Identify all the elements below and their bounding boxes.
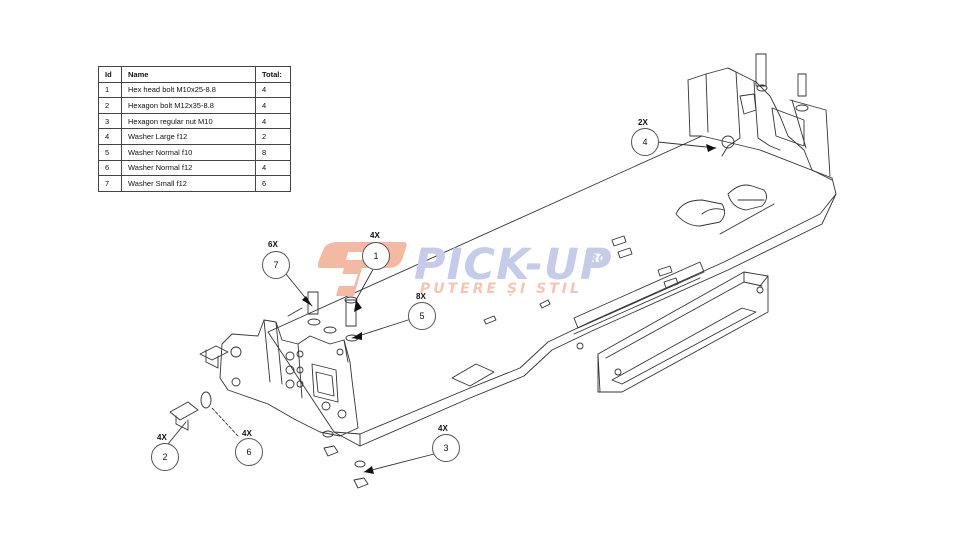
cell-id: 2 xyxy=(98,97,122,114)
header-total: Total: xyxy=(255,66,291,83)
watermark-brand: PICK-UP xyxy=(414,240,613,290)
cell-total: 4 xyxy=(255,112,291,130)
cell-id: 3 xyxy=(98,112,122,130)
cell-name: Washer Large f12 xyxy=(121,128,256,145)
fairlead-window xyxy=(675,199,725,227)
cell-total: 8 xyxy=(255,143,291,161)
left-bracket xyxy=(219,319,359,437)
callout-4-qty: 2X xyxy=(638,118,648,127)
cell-id: 1 xyxy=(98,81,122,99)
callout-3-qty: 4X xyxy=(438,424,448,433)
bolt-7 xyxy=(307,291,319,315)
leader-1 xyxy=(355,263,377,301)
main-plate-top-face xyxy=(267,135,837,435)
cell-id: 7 xyxy=(98,175,122,192)
callout-4: 4 xyxy=(631,128,659,156)
table-row: 6 Washer Normal f12 4 xyxy=(98,159,291,177)
leader-2 xyxy=(167,421,187,445)
callout-6: 6 xyxy=(235,438,263,466)
right-bracket xyxy=(687,67,833,181)
leader-6 xyxy=(211,407,239,437)
cell-id: 6 xyxy=(98,159,122,177)
main-plate-edge xyxy=(333,193,837,447)
callout-2: 2 xyxy=(151,443,179,471)
table-row: 1 Hex head bolt M10x25-8.8 4 xyxy=(98,81,291,99)
cell-name: Washer Small f12 xyxy=(121,175,256,192)
watermark-suffix: .RO xyxy=(584,252,608,266)
table-row: 5 Washer Normal f10 8 xyxy=(98,143,291,161)
cell-name: Washer Normal f12 xyxy=(121,159,256,177)
cell-total: 6 xyxy=(255,175,291,192)
cell-name: Hexagon bolt M12x35-8.8 xyxy=(121,97,256,114)
table-row: 4 Washer Large f12 2 xyxy=(98,128,291,145)
watermark-tagline: PUTERE ȘI STIL xyxy=(420,281,582,297)
cell-name: Washer Normal f10 xyxy=(121,143,256,161)
callout-2-number: 2 xyxy=(151,443,179,471)
leader-3 xyxy=(363,453,435,473)
callout-4-number: 4 xyxy=(631,128,659,156)
cell-total: 4 xyxy=(255,97,291,114)
callout-7-number: 7 xyxy=(262,251,290,279)
callout-5: 5 xyxy=(408,302,436,330)
header-name: Name xyxy=(121,66,256,83)
callout-7: 7 xyxy=(262,251,290,279)
cell-total: 2 xyxy=(255,128,291,145)
callout-1-number: 1 xyxy=(362,242,390,270)
header-id: Id xyxy=(98,66,122,83)
callout-1-qty: 4X xyxy=(370,231,380,240)
bolt-1 xyxy=(345,299,357,327)
table-row: 2 Hexagon bolt M12x35-8.8 4 xyxy=(98,97,291,114)
callout-5-number: 5 xyxy=(408,302,436,330)
callout-3-number: 3 xyxy=(432,434,460,462)
callout-2-qty: 4X xyxy=(157,433,167,442)
callout-7-qty: 6X xyxy=(268,240,278,249)
callout-1: 1 xyxy=(362,242,390,270)
cell-name: Hexagon regular nut M10 xyxy=(121,112,256,130)
cell-id: 4 xyxy=(98,128,122,145)
nut-3 xyxy=(323,445,339,457)
cell-id: 5 xyxy=(98,143,122,161)
callout-3: 3 xyxy=(432,434,460,462)
bolt-2-lower xyxy=(169,401,199,421)
cell-total: 4 xyxy=(255,81,291,99)
table-row: 3 Hexagon regular nut M10 4 xyxy=(98,112,291,130)
cell-name: Hex head bolt M10x25-8.8 xyxy=(121,81,256,99)
bolt-right-1 xyxy=(755,53,767,87)
callout-6-qty: 4X xyxy=(242,429,252,438)
leader-4 xyxy=(657,141,717,149)
bolt-2-upper xyxy=(199,345,229,361)
table-header-row: Id Name Total: xyxy=(98,66,291,83)
parts-table: Id Name Total: 1 Hex head bolt M10x25-8.… xyxy=(98,66,291,192)
cell-total: 4 xyxy=(255,159,291,177)
callout-6-number: 6 xyxy=(235,438,263,466)
callout-5-qty: 8X xyxy=(416,292,426,301)
table-row: 7 Washer Small f12 6 xyxy=(98,175,291,192)
